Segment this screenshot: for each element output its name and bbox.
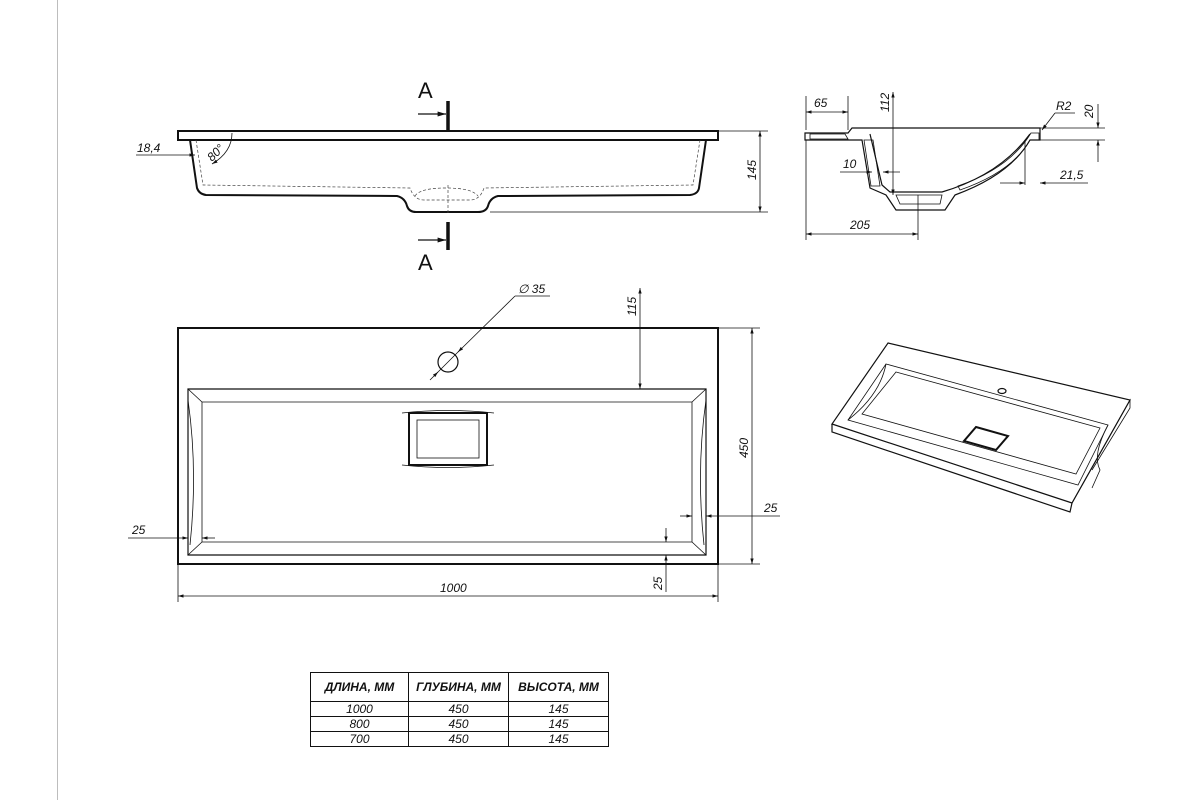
- table-cell: 145: [508, 731, 609, 747]
- dim-angle-arc: [211, 132, 233, 165]
- iso-left-curve: [847, 363, 887, 421]
- dim-1000-value: 1000: [440, 581, 467, 595]
- table-cell: 1000: [310, 701, 409, 717]
- dim-20-value: 20: [1082, 104, 1096, 119]
- table-row: 1000 450 145: [310, 701, 609, 717]
- top-view-corner-tr: [691, 388, 707, 403]
- top-view-corner-bl: [187, 541, 203, 556]
- tap-hole: [437, 351, 459, 373]
- dim-lip-value: 18,4: [137, 141, 161, 155]
- top-view-left-curve: [187, 399, 194, 546]
- top-view-right-curve: [700, 399, 707, 546]
- drain-outer: [408, 412, 488, 466]
- section-view-outer-profile: [804, 127, 1041, 211]
- section-view-hatch-wall: [957, 132, 1040, 191]
- dim-hole-leader: [457, 295, 516, 353]
- dim-height-value: 145: [745, 160, 759, 180]
- drain-bottom-arc: [401, 464, 495, 468]
- dim-112-value: 112: [878, 93, 892, 112]
- dim-205-value: 205: [849, 218, 870, 232]
- iso-right-curve: [1091, 424, 1109, 489]
- table-row: 800 450 145: [310, 716, 609, 732]
- spec-table-header-row: ДЛИНА, ММ ГЛУБИНА, ММ ВЫСОТА, ММ: [310, 672, 609, 702]
- iso-side-edge: [1071, 398, 1131, 504]
- side-view-top-slab: [177, 130, 719, 141]
- iso-basin-rim: [847, 363, 1109, 486]
- iso-basin-floor: [861, 371, 1101, 475]
- dim-21-5-value: 21,5: [1059, 168, 1084, 182]
- drain-top-arc: [401, 410, 495, 414]
- table-row: 700 450 145: [310, 731, 609, 747]
- table-cell: 450: [408, 731, 509, 747]
- drain-inner: [416, 419, 480, 459]
- table-cell: 450: [408, 701, 509, 717]
- section-mark-bottom-label: A: [418, 250, 433, 275]
- isometric-view: [831, 342, 1131, 513]
- table-cell: 145: [508, 716, 609, 732]
- dim-hole-value: ∅ 35: [518, 282, 545, 296]
- section-view: 65 112 R2 20 10 21,5 205: [804, 92, 1105, 240]
- drawing-frame: [57, 0, 1200, 800]
- table-cell: 145: [508, 701, 609, 717]
- section-view-hatch-drain: [895, 194, 943, 205]
- dim-r2-leader: [1041, 112, 1056, 131]
- section-mark-top-label: A: [418, 78, 433, 103]
- side-view: A A 18,4 80° 145: [136, 78, 768, 275]
- dim-25-left-value: 25: [131, 523, 146, 537]
- top-view: ∅ 35 115 450 25 25 25 1000: [128, 282, 780, 602]
- section-view-hatch-lip: [809, 133, 849, 140]
- dim-65-value: 65: [814, 96, 828, 110]
- dim-angle-value: 80°: [204, 141, 227, 164]
- spec-header-depth: ГЛУБИНА, ММ: [408, 672, 509, 702]
- table-cell: 450: [408, 716, 509, 732]
- dim-25-bottom-value: 25: [651, 576, 665, 591]
- dim-hole-leader-bottom: [429, 371, 439, 381]
- top-view-corner-br: [691, 541, 707, 556]
- spec-table: ДЛИНА, ММ ГЛУБИНА, ММ ВЫСОТА, ММ 1000 45…: [310, 672, 609, 747]
- dim-115-value: 115: [625, 297, 639, 316]
- top-view-basin-floor: [201, 401, 693, 543]
- top-view-corner-tl: [187, 388, 203, 403]
- spec-header-height: ВЫСОТА, ММ: [508, 672, 609, 702]
- spec-header-length: ДЛИНА, ММ: [310, 672, 409, 702]
- side-view-drain-hidden: [414, 187, 479, 197]
- iso-front-edge: [831, 424, 1073, 513]
- dim-10-value: 10: [843, 157, 857, 171]
- side-view-inner-hidden-line: [195, 139, 701, 201]
- dim-25-right-value: 25: [763, 501, 778, 515]
- side-view-basin-outline: [189, 139, 707, 213]
- top-view-outline: [177, 327, 719, 565]
- iso-drain: [962, 425, 1010, 452]
- dim-450-value: 450: [737, 438, 751, 458]
- dim-r2-value: R2: [1056, 99, 1072, 113]
- table-cell: 800: [310, 716, 409, 732]
- table-cell: 700: [310, 731, 409, 747]
- iso-tap-hole: [997, 387, 1007, 395]
- tap-hole-cross: [435, 349, 461, 375]
